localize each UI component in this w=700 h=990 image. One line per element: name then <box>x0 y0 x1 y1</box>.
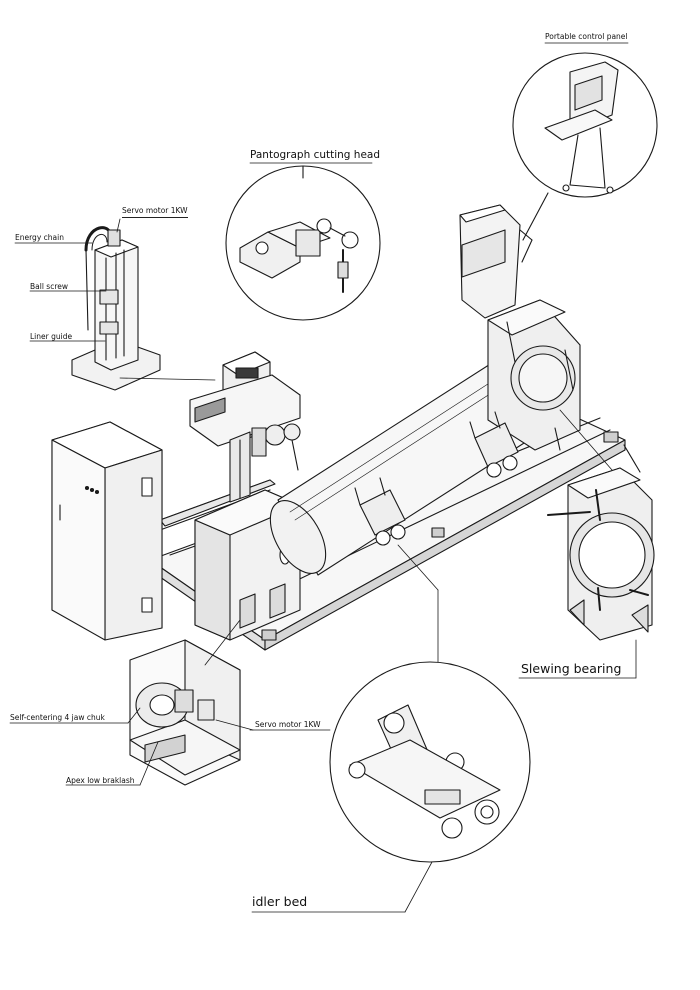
circle-idler-bed <box>329 661 531 863</box>
chuck-detail <box>129 639 241 786</box>
label-pantograph-cutting-head: Pantograph cutting head <box>250 149 381 161</box>
label-ball-screw: Ball screw <box>30 282 68 291</box>
leader-lines <box>9 42 637 913</box>
linear-module <box>71 226 161 391</box>
label-liner-guide: Liner guide <box>30 332 73 341</box>
circle-control-panel <box>512 52 658 241</box>
label-servo-motor-top: Servo motor 1KW <box>122 207 188 218</box>
idler-beds-machine <box>354 411 519 546</box>
control-panel-machine <box>459 204 533 319</box>
label-portable-control-panel: Portable control panel <box>545 32 628 41</box>
tail-support <box>487 299 581 451</box>
label-energy-chain: Energy chain <box>15 233 64 242</box>
label-apex-low-backlash: Apex low braklash <box>66 776 135 785</box>
circle-pantograph <box>225 165 381 321</box>
cutting-carriage <box>189 351 301 503</box>
slewing-bearing-unit <box>547 444 655 641</box>
label-servo-motor-chuck: Servo motor 1KW <box>255 720 321 729</box>
label-idler-bed: idler bed <box>252 894 308 909</box>
label-self-centering-chuck: Self-centering 4 jaw chuk <box>10 713 105 722</box>
electric-cabinet <box>51 421 163 641</box>
label-slewing-bearing: Slewing bearing <box>521 661 622 676</box>
